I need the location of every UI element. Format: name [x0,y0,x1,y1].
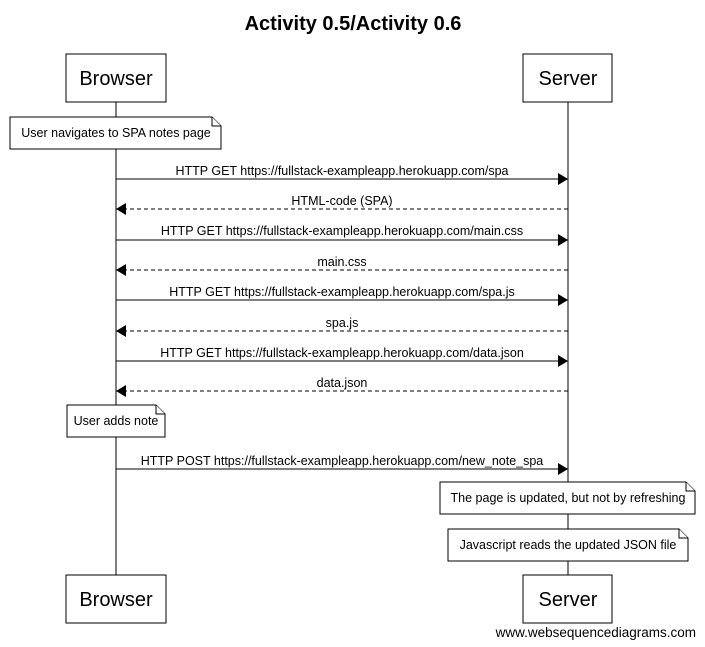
message-main-css-response-label: main.css [317,255,366,269]
message-get-main-css: HTTP GET https://fullstack-exampleapp.he… [116,224,568,246]
message-spa-js-response: spa.js [116,316,568,337]
message-post-new-note: HTTP POST https://fullstack-exampleapp.h… [116,454,568,475]
message-html-response-label: HTML-code (SPA) [291,194,392,208]
actor-browser-bottom-label: Browser [79,589,153,611]
message-get-data-json-label: HTTP GET https://fullstack-exampleapp.he… [160,346,524,360]
message-get-spa: HTTP GET https://fullstack-exampleapp.he… [116,164,568,185]
note-page-updated-text: The page is updated, but not by refreshi… [451,491,686,505]
note-js-reads-json: Javascript reads the updated JSON file [447,528,689,562]
actor-server-bottom-label: Server [539,589,598,611]
message-data-json-response: data.json [116,376,568,397]
note-navigate-text: User navigates to SPA notes page [21,126,211,140]
actor-server-top-label: Server [539,68,598,90]
message-get-data-json: HTTP GET https://fullstack-exampleapp.he… [116,346,568,367]
watermark: www.websequencediagrams.com [495,625,696,640]
note-js-reads-json-text: Javascript reads the updated JSON file [460,538,677,552]
message-get-spa-js-label: HTTP GET https://fullstack-exampleapp.he… [169,285,515,299]
message-html-response: HTML-code (SPA) [116,194,568,215]
actor-browser-top: Browser [65,53,167,103]
actor-browser-top-label: Browser [79,68,153,90]
message-get-spa-js: HTTP GET https://fullstack-exampleapp.he… [116,285,568,306]
message-spa-js-response-label: spa.js [326,316,359,330]
diagram-title: Activity 0.5/Activity 0.6 [245,13,462,35]
message-main-css-response: main.css [116,255,568,276]
message-get-spa-label: HTTP GET https://fullstack-exampleapp.he… [175,164,508,178]
note-adds-note: User adds note [66,404,166,438]
note-navigate: User navigates to SPA notes page [9,116,222,150]
actor-browser-bottom: Browser [65,574,167,624]
note-page-updated: The page is updated, but not by refreshi… [439,481,696,515]
actor-server-top: Server [522,53,613,103]
message-post-new-note-label: HTTP POST https://fullstack-exampleapp.h… [141,454,544,468]
message-get-main-css-label: HTTP GET https://fullstack-exampleapp.he… [161,224,523,238]
message-data-json-response-label: data.json [317,376,368,390]
note-adds-note-text: User adds note [74,414,159,428]
actor-server-bottom: Server [522,574,613,624]
